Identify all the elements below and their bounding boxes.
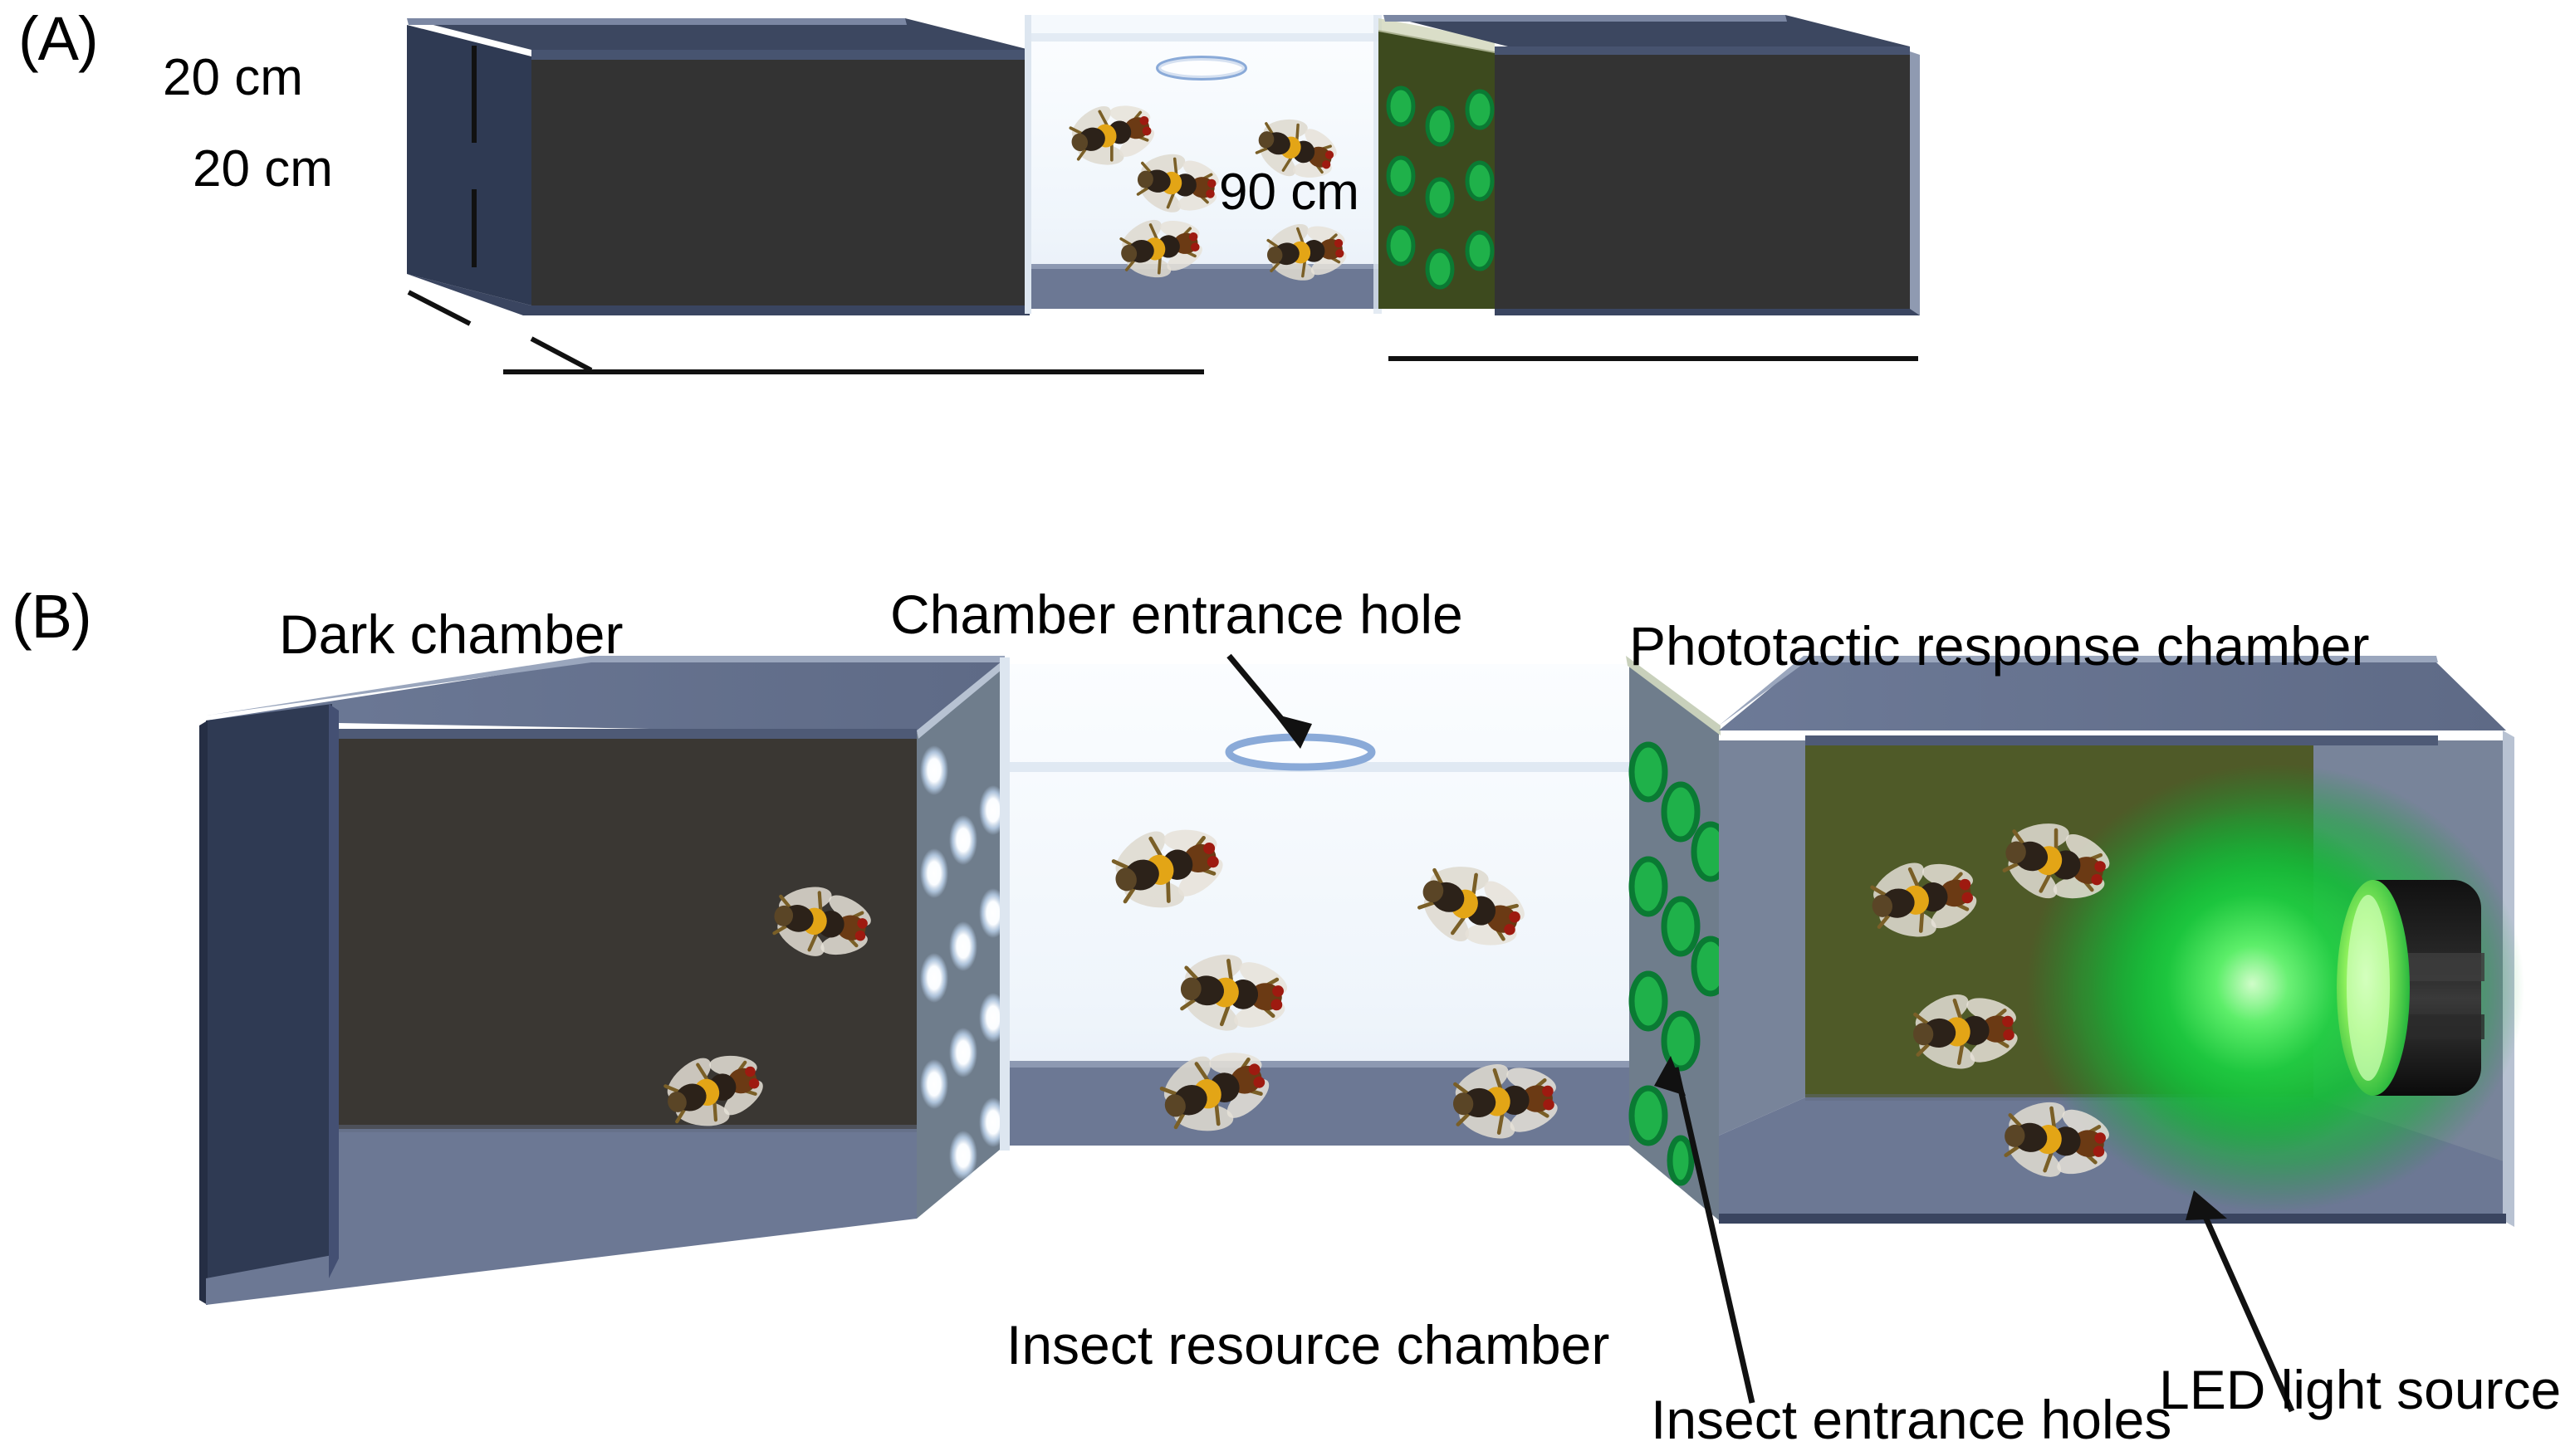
panel-a-dimension-lines bbox=[407, 46, 1918, 374]
panel-b-insect-resource-chamber bbox=[1000, 656, 1629, 1152]
panel-b-letter: (B) bbox=[12, 582, 92, 651]
label-insect-resource-chamber: Insect resource chamber bbox=[1006, 1314, 1610, 1375]
led-lamp bbox=[2337, 880, 2484, 1096]
panel-b-dark-chamber bbox=[199, 656, 1006, 1305]
panel-a-length-dimension: 90 cm bbox=[1219, 164, 1359, 221]
panel-b-apparatus bbox=[199, 653, 2524, 1413]
panel-b-divider-green-holes bbox=[1626, 656, 1731, 1220]
panel-b-phototactic-response-chamber bbox=[1719, 656, 2524, 1227]
panel-a-letter: (A) bbox=[18, 4, 99, 73]
label-phototactic-response-chamber: Phototactic response chamber bbox=[1629, 615, 2370, 677]
panel-a-apparatus bbox=[407, 15, 1920, 374]
label-insect-entrance-holes: Insect entrance holes bbox=[1651, 1389, 2172, 1450]
panel-a-dark-chamber bbox=[407, 18, 1030, 315]
label-chamber-entrance-hole: Chamber entrance hole bbox=[890, 584, 1463, 645]
panel-a-height-dimension: 20 cm bbox=[163, 49, 303, 106]
panel-a-depth-dimension: 20 cm bbox=[193, 140, 333, 198]
panel-b-divider-white-holes bbox=[917, 657, 1007, 1219]
panel-b-arrow-heads bbox=[1274, 714, 2227, 1220]
panel-a-phototactic-response-chamber bbox=[1383, 15, 1920, 315]
label-dark-chamber: Dark chamber bbox=[279, 603, 624, 665]
label-led-light-source: LED light source bbox=[2159, 1359, 2562, 1420]
panel-a-green-divider bbox=[1378, 18, 1495, 309]
